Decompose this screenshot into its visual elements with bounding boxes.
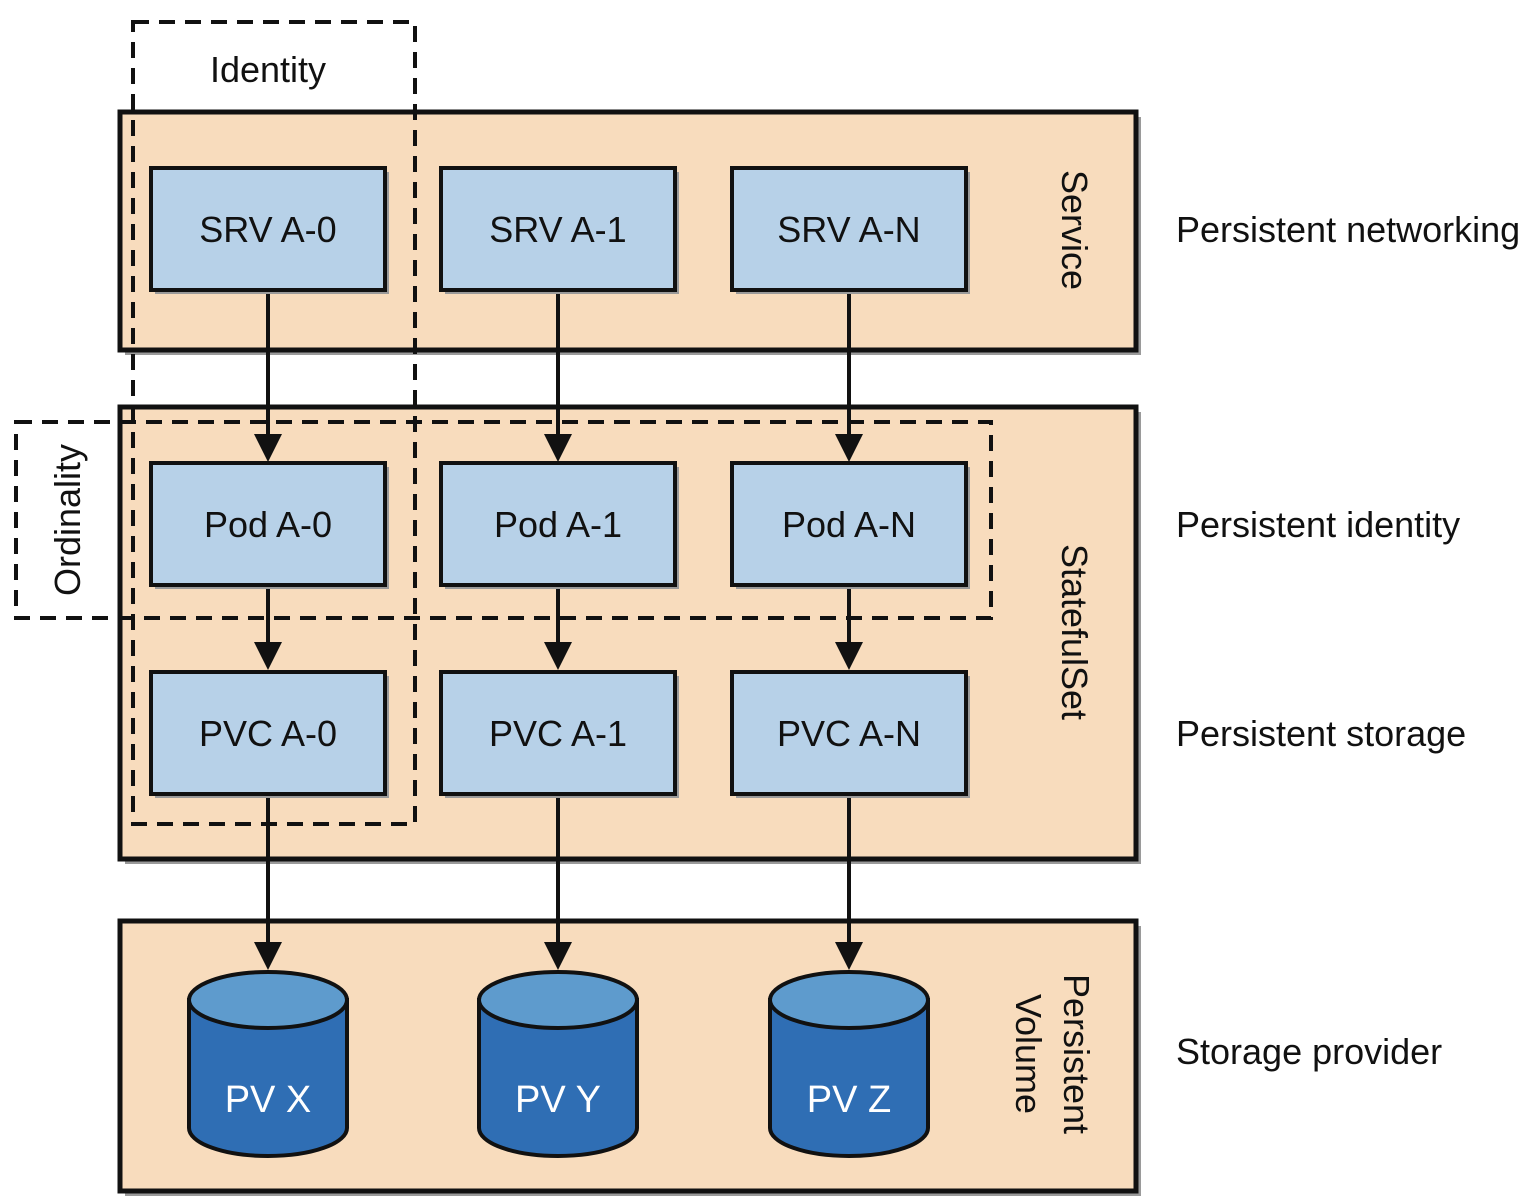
arrowhead-srvn-podn <box>835 434 863 462</box>
persistent-volume-label-line1: Persistent <box>1056 974 1097 1134</box>
service-layer-label: Service <box>1054 170 1095 290</box>
pvc-node-1-label: PVC A-1 <box>489 713 627 754</box>
pv-cylinder-z: PV Z <box>768 970 930 1158</box>
arrowhead-srv1-pod1 <box>544 434 572 462</box>
srv-node-1-label: SRV A-1 <box>489 209 626 250</box>
pod-node-1-label: Pod A-1 <box>494 504 622 545</box>
arrowhead-pod1-pvc1 <box>544 642 572 670</box>
pv-cylinder-x: PV X <box>187 970 349 1158</box>
pvc-node-n-label: PVC A-N <box>777 713 921 754</box>
arrowhead-pvc1-pvy <box>544 942 572 970</box>
right-labels: Persistent networking Persistent identit… <box>1176 209 1520 1072</box>
pvc-node-n: PVC A-N <box>730 670 970 798</box>
persistent-networking-label: Persistent networking <box>1176 209 1520 250</box>
pvc-node-0-label: PVC A-0 <box>199 713 337 754</box>
ordinality-group: Ordinality <box>14 420 993 620</box>
ordinality-group-label: Ordinality <box>47 444 88 596</box>
srv-node-1: SRV A-1 <box>439 166 679 294</box>
srv-node-0-label: SRV A-0 <box>199 209 336 250</box>
arrowhead-pod0-pvc0 <box>254 642 282 670</box>
pod-node-0: Pod A-0 <box>149 461 389 589</box>
persistent-identity-label: Persistent identity <box>1176 504 1460 545</box>
arrowhead-podn-pvcn <box>835 642 863 670</box>
persistent-volume-label-line2: Volume <box>1008 994 1049 1114</box>
pv-y-label: PV Y <box>515 1079 601 1121</box>
arrowhead-pvcn-pvz <box>835 942 863 970</box>
pvc-node-0: PVC A-0 <box>149 670 389 798</box>
pod-node-n-label: Pod A-N <box>782 504 916 545</box>
arrowhead-pvc0-pvx <box>254 942 282 970</box>
storage-provider-label: Storage provider <box>1176 1031 1442 1072</box>
pv-cylinder-y: PV Y <box>477 970 639 1158</box>
srv-node-0: SRV A-0 <box>149 166 389 294</box>
arrowhead-srv0-pod0 <box>254 434 282 462</box>
statefulset-layer-label: StatefulSet <box>1054 544 1095 720</box>
pod-node-1: Pod A-1 <box>439 461 679 589</box>
pod-node-0-label: Pod A-0 <box>204 504 332 545</box>
srv-node-n-label: SRV A-N <box>777 209 920 250</box>
pv-z-label: PV Z <box>807 1079 891 1121</box>
pod-node-n: Pod A-N <box>730 461 970 589</box>
arrows <box>254 291 863 970</box>
persistent-storage-label: Persistent storage <box>1176 713 1466 754</box>
identity-group-label: Identity <box>210 49 326 90</box>
pvc-node-1: PVC A-1 <box>439 670 679 798</box>
srv-node-n: SRV A-N <box>730 166 970 294</box>
pv-x-label: PV X <box>225 1079 312 1121</box>
